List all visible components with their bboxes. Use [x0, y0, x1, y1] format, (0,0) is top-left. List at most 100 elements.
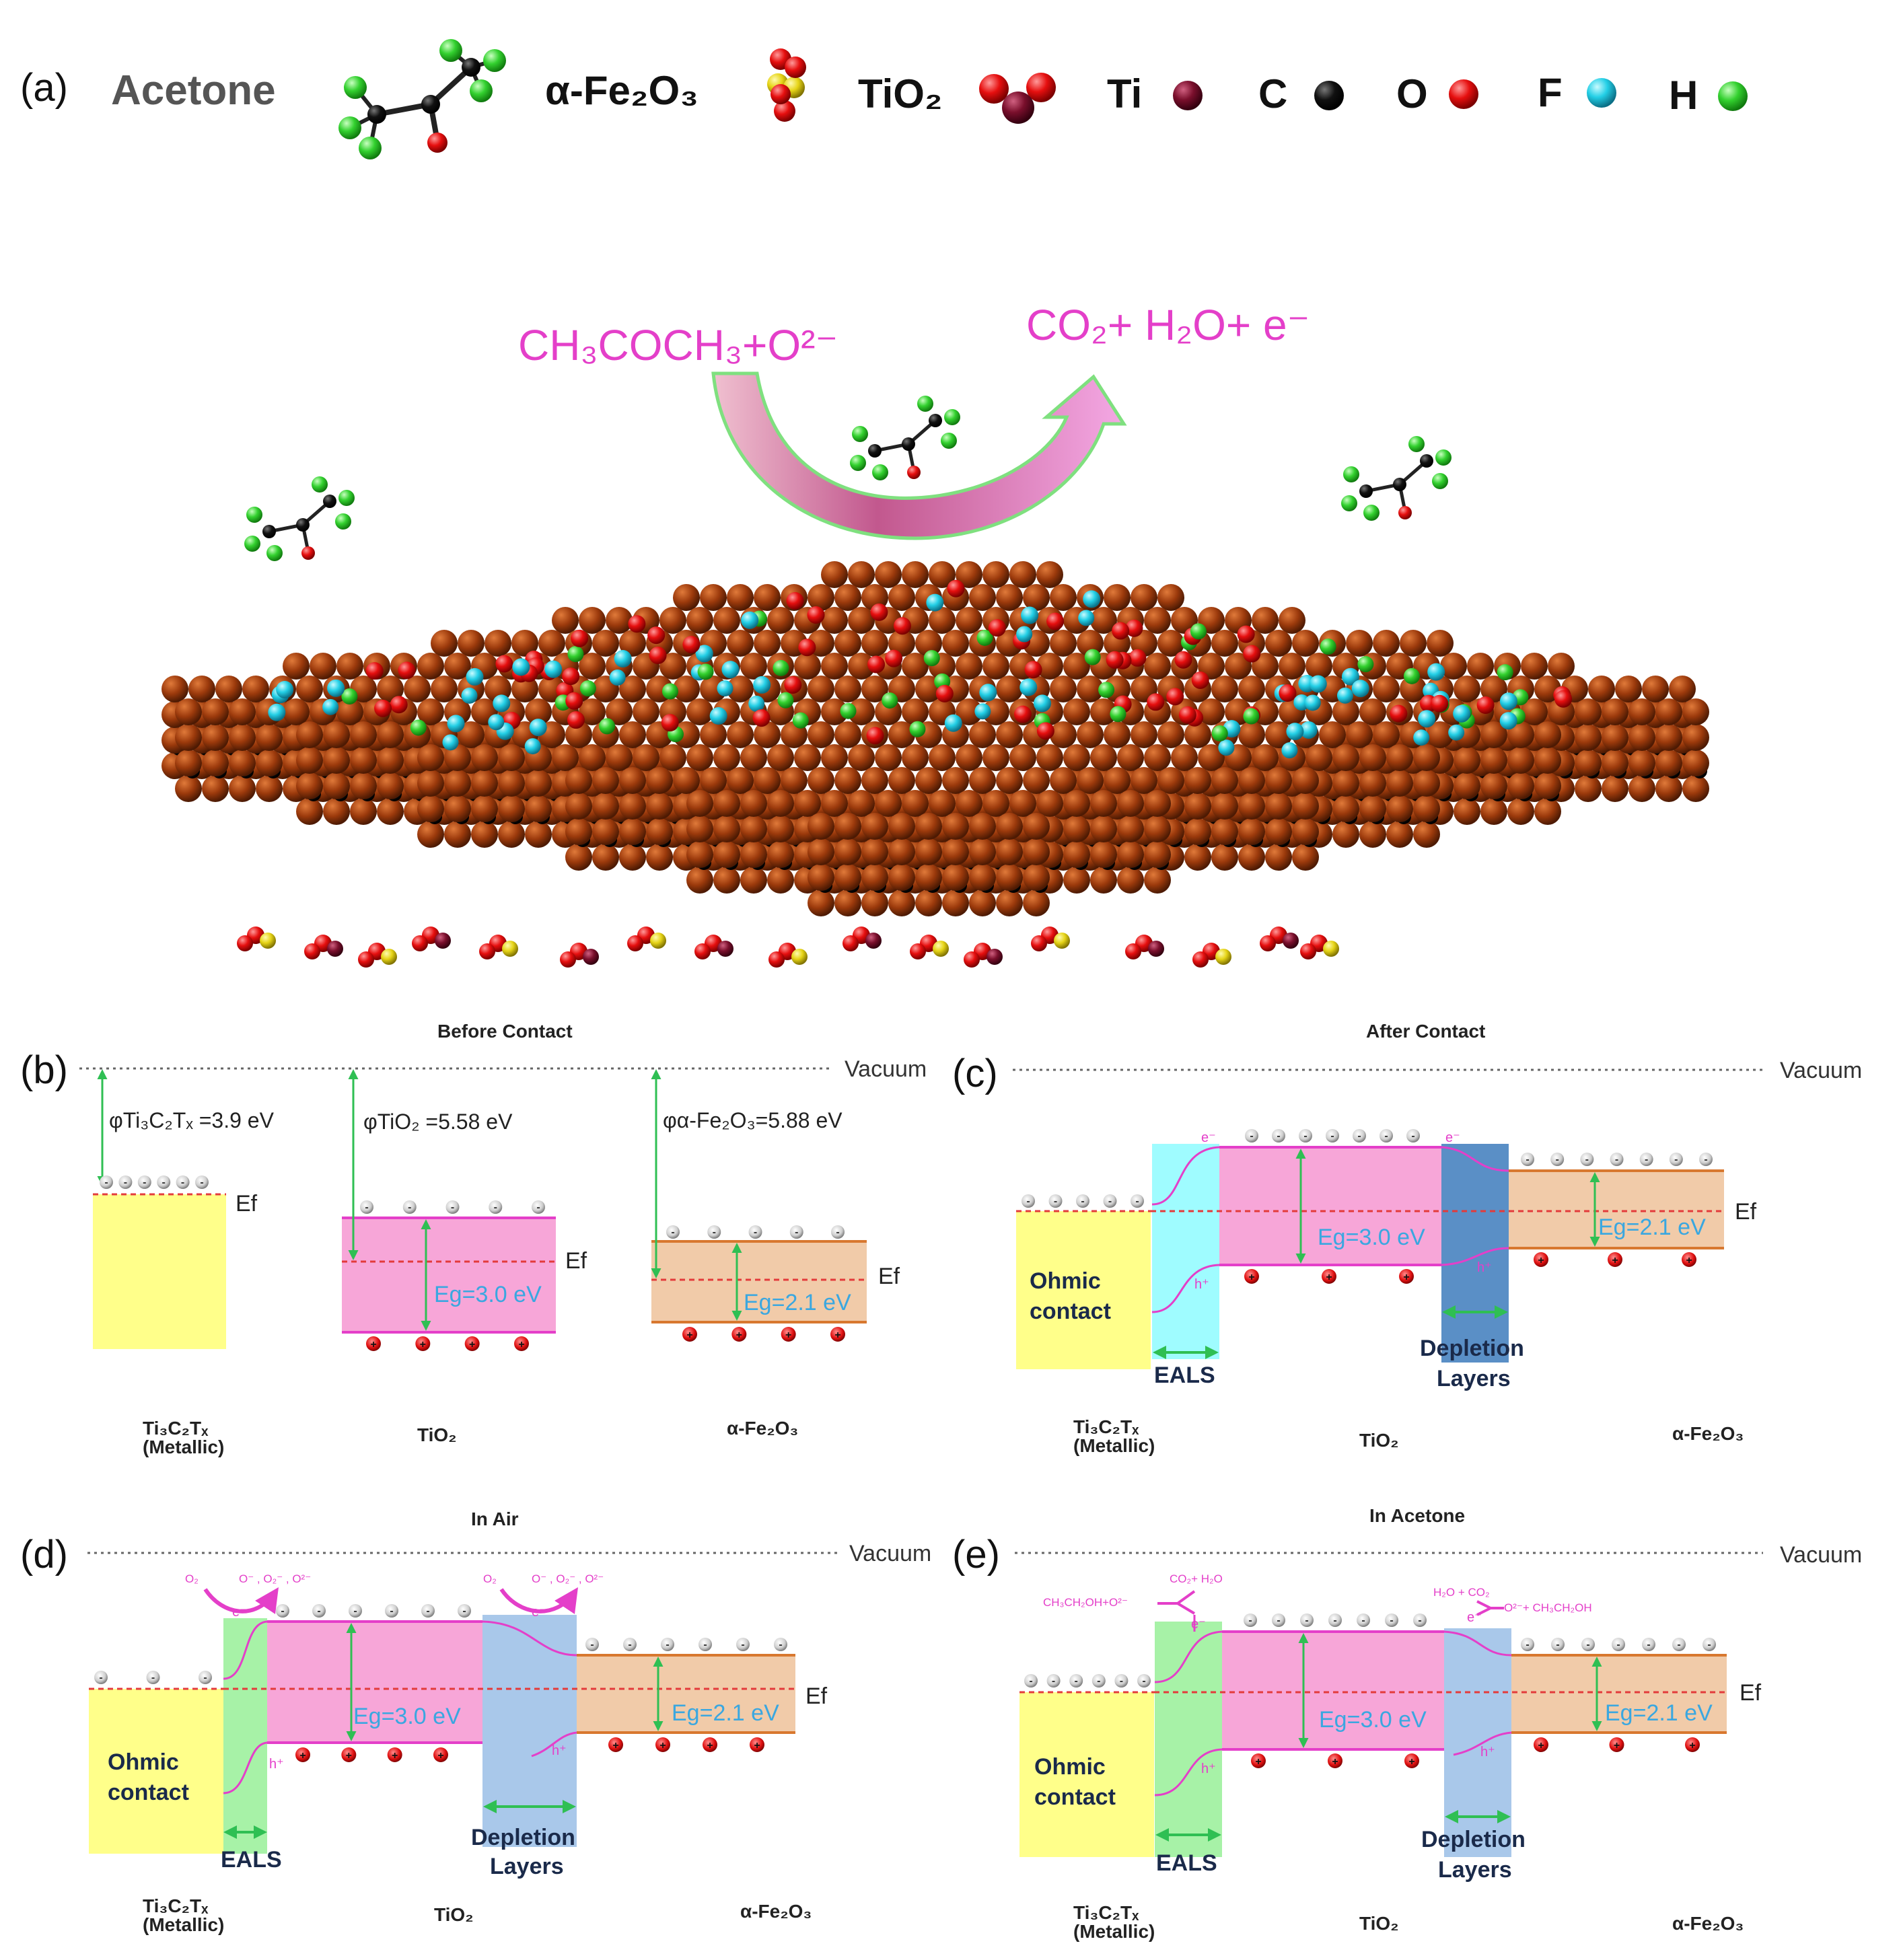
electron-icon: [1550, 1153, 1565, 1166]
ti-atom: [1198, 698, 1225, 725]
svg-text:+: +: [1408, 1756, 1414, 1768]
panel-c-fe2o3-block: [1509, 1171, 1724, 1248]
h-atom: [697, 663, 714, 680]
electron-icon: [1551, 1638, 1565, 1651]
h-atom: [1408, 436, 1425, 452]
ti-atom: [834, 721, 861, 748]
ti-atom: [808, 890, 834, 916]
f-atom: [544, 660, 563, 678]
ti-atom: [1373, 721, 1400, 748]
ti-atom: [1238, 676, 1265, 702]
ti-atom: [1144, 867, 1171, 894]
ti-atom: [1386, 770, 1413, 797]
svg-text:-: -: [1616, 1639, 1620, 1650]
panel-d-species-1: O⁻ , O₂⁻ , O²⁻: [239, 1572, 311, 1585]
svg-text:-: -: [713, 1227, 716, 1238]
h-atom: [579, 680, 596, 697]
panel-e-eg-tio2: Eg=3.0 eV: [1319, 1707, 1427, 1733]
hole-icon: [608, 1737, 623, 1752]
h-atom: [1084, 649, 1101, 665]
ti-atom: [1682, 775, 1709, 802]
ti-atom-small: [987, 949, 1003, 965]
panel-e-reaction-1-left: CH₃CH₂OH+O²⁻: [1043, 1596, 1128, 1609]
svg-text:+: +: [1538, 1740, 1544, 1751]
ti-atom: [982, 790, 1009, 817]
panel-c-label: (c): [952, 1052, 998, 1095]
ti-atom: [256, 750, 283, 776]
ti-atom: [1077, 767, 1104, 794]
ti-atom: [942, 630, 969, 657]
ti-atom: [1238, 721, 1265, 748]
ti-atom: [969, 838, 996, 865]
ti-atom: [713, 867, 740, 894]
c-atom: [1393, 478, 1406, 491]
ti-atom: [1063, 744, 1090, 771]
o-atom: [567, 711, 585, 729]
ti-atom: [1655, 750, 1682, 776]
electron-icon: [146, 1671, 160, 1684]
svg-text:-: -: [200, 1177, 203, 1188]
h-atom: [335, 513, 351, 530]
f-atom: [447, 715, 465, 733]
f-atom: [1286, 723, 1304, 741]
ti-atom: [861, 767, 888, 794]
electron-icon: [360, 1200, 373, 1214]
electron-icon: [748, 1225, 762, 1239]
fe-atom: [1215, 949, 1231, 965]
hole-icon: [415, 1336, 431, 1351]
hole-icon: [1322, 1269, 1336, 1284]
ti-atom: [969, 864, 996, 891]
o-atom: [752, 709, 771, 727]
f-atom: [276, 680, 294, 698]
ti-atom: [1131, 767, 1157, 794]
electron-icon: [199, 1671, 212, 1684]
ti-atom: [673, 584, 700, 611]
c-atom-icon: [1314, 81, 1344, 110]
ti-atom: [834, 813, 861, 840]
ti-atom: [417, 653, 444, 680]
hole-icon: [433, 1747, 448, 1762]
legend-ti-label: Ti: [1107, 71, 1142, 116]
o-atom: [1476, 696, 1495, 715]
svg-text:+: +: [754, 1740, 760, 1751]
panel-d-tio2-electrons: ------: [276, 1604, 471, 1618]
panel-c-title: After Contact: [1366, 1021, 1485, 1042]
ti-atom: [915, 630, 942, 657]
f-atom: [1016, 626, 1033, 643]
fe-atom: [1323, 941, 1339, 957]
o-atom: [935, 684, 954, 702]
ti-atom: [565, 767, 592, 794]
hole-icon: [830, 1327, 845, 1342]
electron-icon: [1357, 1613, 1370, 1627]
panel-e-hole-label-2: h⁺: [1480, 1745, 1495, 1759]
electron-icon: [1272, 1129, 1285, 1142]
o-atom: [304, 943, 320, 959]
panel-b-label: (b): [20, 1048, 68, 1092]
ti-atom: [1171, 744, 1198, 771]
svg-text:+: +: [1612, 1255, 1618, 1266]
acetone-molecule-icon: [850, 396, 960, 480]
electron-icon: [1328, 1613, 1342, 1627]
ti-atom: [808, 767, 834, 794]
ti-atom: [929, 561, 956, 588]
svg-text:-: -: [317, 1605, 320, 1617]
panel-e-reaction-2-left: H₂O + CO₂: [1433, 1586, 1490, 1599]
h-atom: [266, 545, 283, 561]
f-atom: [1336, 687, 1353, 704]
ti-atom: [875, 561, 902, 588]
panel-d-eg-tio2: Eg=3.0 eV: [353, 1704, 461, 1729]
h-atom: [941, 433, 957, 449]
f-atom: [695, 645, 713, 663]
ti-atom: [579, 653, 606, 680]
ti-atom: [1077, 676, 1104, 702]
ti-atom: [1534, 721, 1561, 748]
ti-atom: [1144, 607, 1171, 634]
ti-atom: [1400, 630, 1427, 657]
fe-atom: [502, 941, 518, 957]
ti-atom: [1480, 721, 1507, 748]
ti-atom: [619, 767, 646, 794]
ti-atom: [767, 841, 794, 868]
ti-atom: [404, 676, 431, 702]
o-atom: [1166, 688, 1184, 706]
panel-d-title: In Air: [471, 1509, 519, 1529]
